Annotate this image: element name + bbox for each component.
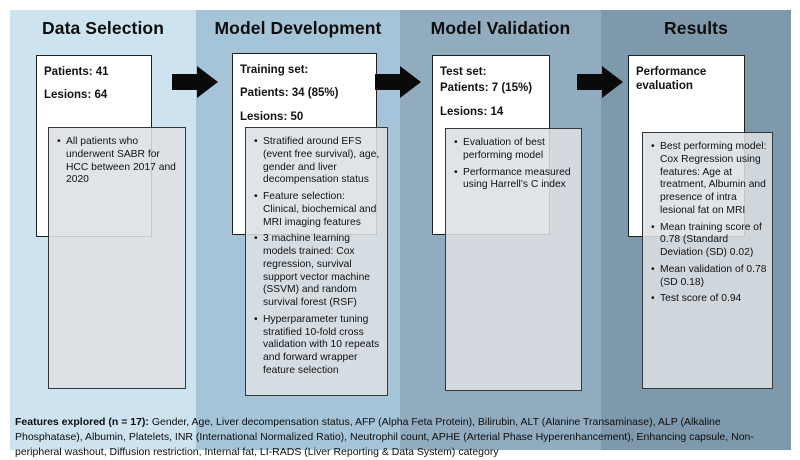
bullet-item: Stratified around EFS (event free surviv…	[253, 136, 382, 187]
flow-arrow-icon	[577, 66, 623, 98]
summary-line: Test set:	[440, 66, 487, 78]
stage-title-model-validation: Model Validation	[430, 18, 571, 38]
bullet-item: All patients who underwent SABR for HCC …	[56, 136, 180, 187]
summary-line: Patients: 7 (15%)	[440, 82, 533, 95]
detail-box-model-development: Stratified around EFS (event free surviv…	[245, 127, 388, 396]
summary-line: Patients: 34 (85%)	[240, 87, 339, 100]
summary-line: Training set:	[240, 64, 309, 76]
summary-line: Lesions: 50	[240, 110, 304, 123]
summary-line: Performance evaluation	[636, 66, 707, 93]
bullet-item: Feature selection: Clinical, biochemical…	[253, 191, 382, 229]
stage-title-data-selection: Data Selection	[42, 18, 164, 38]
features-explored-note: Features explored (n = 17): Gender, Age,…	[15, 415, 783, 460]
features-explored-label: Features explored (n = 17):	[15, 415, 149, 428]
features-explored-text: Gender, Age, Liver decompensation status…	[15, 415, 754, 458]
detail-box-data-selection: All patients who underwent SABR for HCC …	[48, 127, 186, 389]
stage-title-model-development: Model Development	[214, 18, 382, 38]
bullet-item: Best performing model: Cox Regression us…	[650, 141, 767, 218]
detail-box-model-validation: Evaluation of best performing model Perf…	[445, 128, 582, 391]
stage-title-results: Results	[664, 18, 728, 38]
detail-box-results: Best performing model: Cox Regression us…	[642, 132, 773, 389]
summary-line: Patients: 41	[44, 66, 109, 78]
bullet-item: 3 machine learning models trained: Cox r…	[253, 233, 382, 310]
bullet-item: Evaluation of best performing model	[453, 137, 576, 163]
bullet-item: Mean validation of 0.78 (SD 0.18)	[650, 264, 767, 290]
bullet-item: Hyperparameter tuning stratified 10-fold…	[253, 314, 382, 378]
summary-line: Lesions: 64	[44, 89, 108, 102]
bullet-item: Test score of 0.94	[650, 293, 767, 306]
flow-arrow-icon	[375, 66, 421, 98]
flow-arrow-icon	[172, 66, 218, 98]
bullet-item: Performance measured using Harrell’s C i…	[453, 167, 576, 193]
bullet-item: Mean training score of 0.78 (Standard De…	[650, 222, 767, 260]
summary-line: Lesions: 14	[440, 105, 504, 118]
